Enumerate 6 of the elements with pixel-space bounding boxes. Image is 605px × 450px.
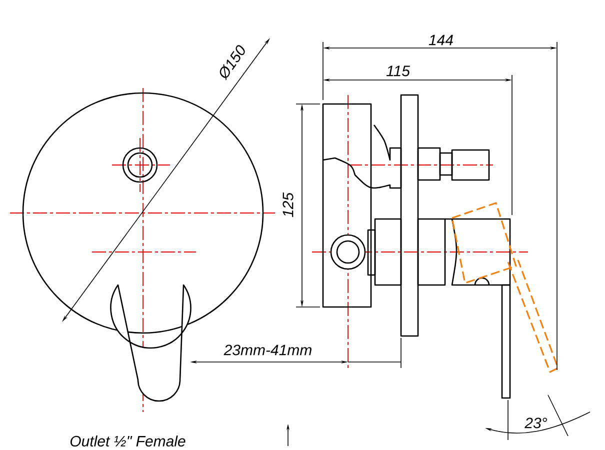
dimension-label: 115 [386,66,410,76]
dimension-label: 23mm-41mm [224,344,312,356]
dimension-label: 125 [282,192,294,218]
dimension-label: 23° [524,418,547,428]
note-text: Outlet ½" Female [70,436,186,446]
dimension-label: 144 [428,34,453,46]
